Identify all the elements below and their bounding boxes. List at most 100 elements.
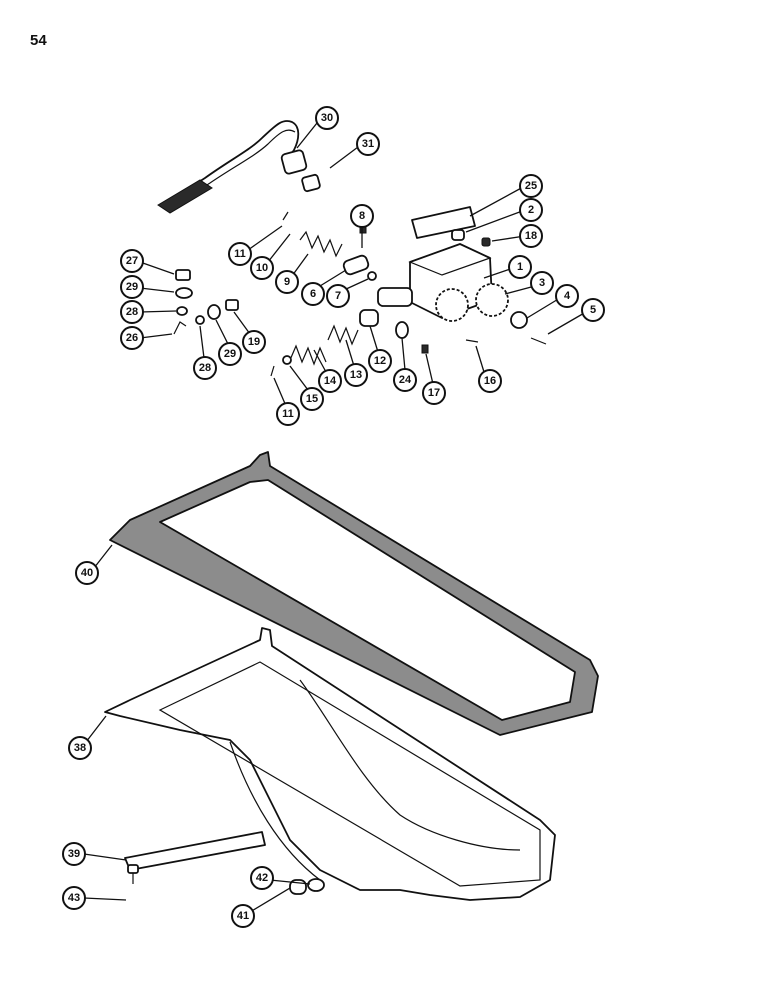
small-plug-17	[421, 344, 429, 354]
callout	[193, 356, 217, 380]
callout-label: 43	[68, 892, 80, 904]
clip-26	[173, 321, 187, 335]
callout	[356, 132, 380, 156]
o-ring	[395, 321, 409, 339]
callout	[519, 224, 543, 248]
pin-11b	[270, 365, 275, 377]
callout-label: 10	[256, 262, 268, 274]
callout-label: 41	[237, 910, 249, 922]
callout-label: 11	[282, 408, 294, 420]
callout	[231, 904, 255, 928]
oil-pump-body	[377, 243, 528, 329]
callout-label: 28	[126, 306, 138, 318]
reinforcement-strip	[124, 831, 266, 871]
valve-plunger	[342, 254, 370, 276]
nut-28	[176, 306, 188, 316]
bolt-5	[530, 337, 547, 345]
callouts: 30 31 25 2 18 8 11 10 9 6 7 1 3 4 5 27 2	[62, 106, 605, 928]
washer-15	[282, 355, 292, 365]
callout-label: 24	[399, 374, 412, 386]
callout	[68, 736, 92, 760]
callout-label: 2	[528, 204, 534, 216]
callout-label: 18	[525, 230, 537, 242]
callout	[250, 866, 274, 890]
callout-label: 26	[126, 332, 138, 344]
callout	[326, 284, 350, 308]
callout-label: 5	[590, 304, 596, 316]
callout	[478, 369, 502, 393]
callout-label: 3	[539, 277, 545, 289]
plug	[481, 237, 491, 247]
callout	[250, 256, 274, 280]
callout-label: 6	[310, 288, 316, 300]
callout-label: 31	[362, 138, 374, 150]
callout-label: 7	[335, 290, 341, 302]
cover-plate	[411, 206, 476, 239]
bolt-16	[465, 339, 479, 343]
callout	[530, 271, 554, 295]
callout	[120, 249, 144, 273]
callout	[120, 326, 144, 350]
callout	[350, 204, 374, 228]
callout	[300, 387, 324, 411]
fitting-27	[175, 269, 191, 281]
callout-label: 42	[256, 872, 268, 884]
callout-label: 28	[199, 362, 211, 374]
ball	[367, 271, 377, 281]
page-number: 54	[30, 32, 47, 49]
callout-label: 13	[350, 369, 362, 381]
callout	[555, 284, 579, 308]
callout-label: 9	[284, 276, 290, 288]
callout	[62, 842, 86, 866]
callout-label: 12	[374, 355, 386, 367]
relief-spring-lower	[289, 324, 359, 366]
callout-label: 17	[428, 387, 440, 399]
oil-pan	[104, 627, 556, 901]
callout	[120, 275, 144, 299]
callout-label: 29	[224, 348, 236, 360]
callout-label: 16	[484, 375, 496, 387]
callout	[581, 298, 605, 322]
callout	[228, 242, 252, 266]
callout	[242, 330, 266, 354]
callout-label: 29	[126, 281, 138, 293]
callout-label: 1	[517, 261, 523, 273]
callout	[218, 342, 242, 366]
callout	[301, 282, 325, 306]
callout-label: 8	[359, 210, 365, 222]
callout-label: 11	[234, 248, 246, 260]
callout	[393, 368, 417, 392]
callout	[75, 561, 99, 585]
callout	[276, 402, 300, 426]
relief-spring-upper	[299, 230, 343, 258]
callout-label: 4	[564, 290, 571, 302]
callout-label: 38	[74, 742, 86, 754]
washer-28b	[195, 315, 205, 325]
callout	[275, 270, 299, 294]
callout-label: 19	[248, 336, 260, 348]
washer-29	[175, 287, 193, 299]
washer-29b	[207, 304, 221, 320]
callout-label: 15	[306, 393, 318, 405]
callout-label: 14	[324, 375, 337, 387]
callout	[62, 886, 86, 910]
callout-label: 30	[321, 112, 333, 124]
callout	[318, 369, 342, 393]
callout	[344, 363, 368, 387]
bolt-43	[127, 864, 139, 884]
callout	[120, 300, 144, 324]
valve-sleeve	[359, 309, 379, 327]
oil-tube-assembly	[157, 120, 321, 214]
callout	[519, 174, 543, 198]
fitting-19	[225, 299, 239, 311]
washer-42	[307, 878, 325, 892]
callout	[315, 106, 339, 130]
pin	[282, 211, 289, 221]
callout	[368, 349, 392, 373]
callout	[508, 255, 532, 279]
callout	[519, 198, 543, 222]
callout-label: 39	[68, 848, 80, 860]
oil-pan-gasket	[109, 451, 599, 736]
callout-label: 25	[525, 180, 537, 192]
